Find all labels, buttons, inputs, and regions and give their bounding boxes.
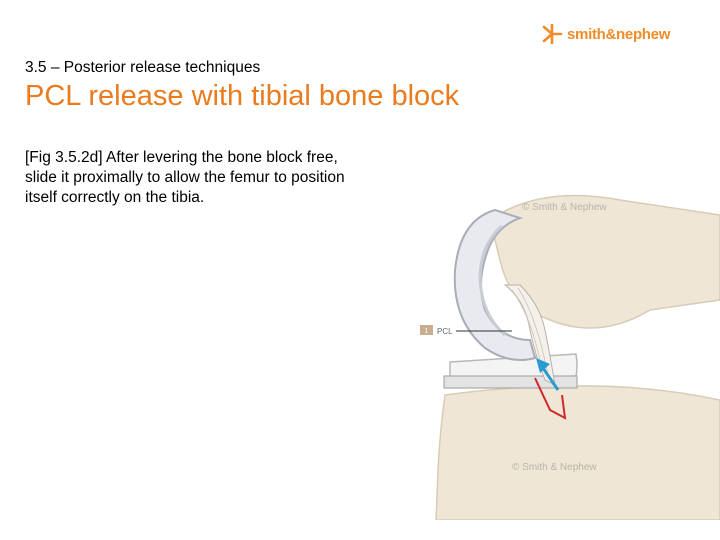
watermark-bottom: © Smith & Nephew [512,462,597,473]
pcl-callout-label: PCL [437,327,453,336]
knee-implant-illustration: 1 PCL © Smith & Nephew © Smith & Nephew [420,194,720,520]
pcl-callout-badge [420,325,433,335]
proximal-arrow-head [536,358,550,373]
femoral-component [453,208,537,361]
smith-nephew-star-icon [542,23,563,45]
pcl-callout-number: 1 [425,328,429,335]
slide-title: PCL release with tibial bone block [25,80,460,112]
brand-name: smith&nephew [567,25,671,43]
femoral-component-inner [478,224,506,337]
figure-description: [Fig 3.5.2d] After levering the bone blo… [25,149,345,206]
bone-block-cut-line [534,377,567,420]
tibial-tray [443,375,578,389]
brand-logo: smith&nephew [540,22,670,46]
tibia-bone [435,385,720,520]
section-label: 3.5 – Posterior release techniques [25,59,261,76]
proximal-arrow-shaft [541,367,560,391]
watermark-top: © Smith & Nephew [522,202,607,213]
